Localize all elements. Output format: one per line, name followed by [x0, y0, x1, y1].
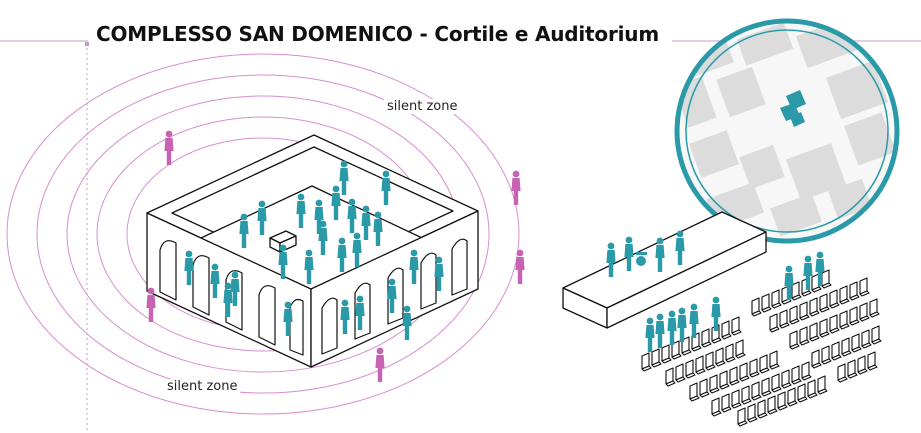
cloister-building — [146, 134, 479, 368]
title-banner: COMPLESSO SAN DOMENICO - Cortile e Audit… — [90, 22, 667, 46]
location-map — [674, 18, 900, 244]
silent-zone-label-top: silent zone — [384, 99, 461, 114]
silent-zone-label-bottom: silent zone — [164, 379, 241, 394]
page-title: COMPLESSO SAN DOMENICO - Cortile e Audit… — [96, 22, 659, 46]
auditorium-stage — [562, 211, 767, 329]
band-performers — [606, 230, 685, 277]
building-marker-icon — [780, 90, 806, 127]
